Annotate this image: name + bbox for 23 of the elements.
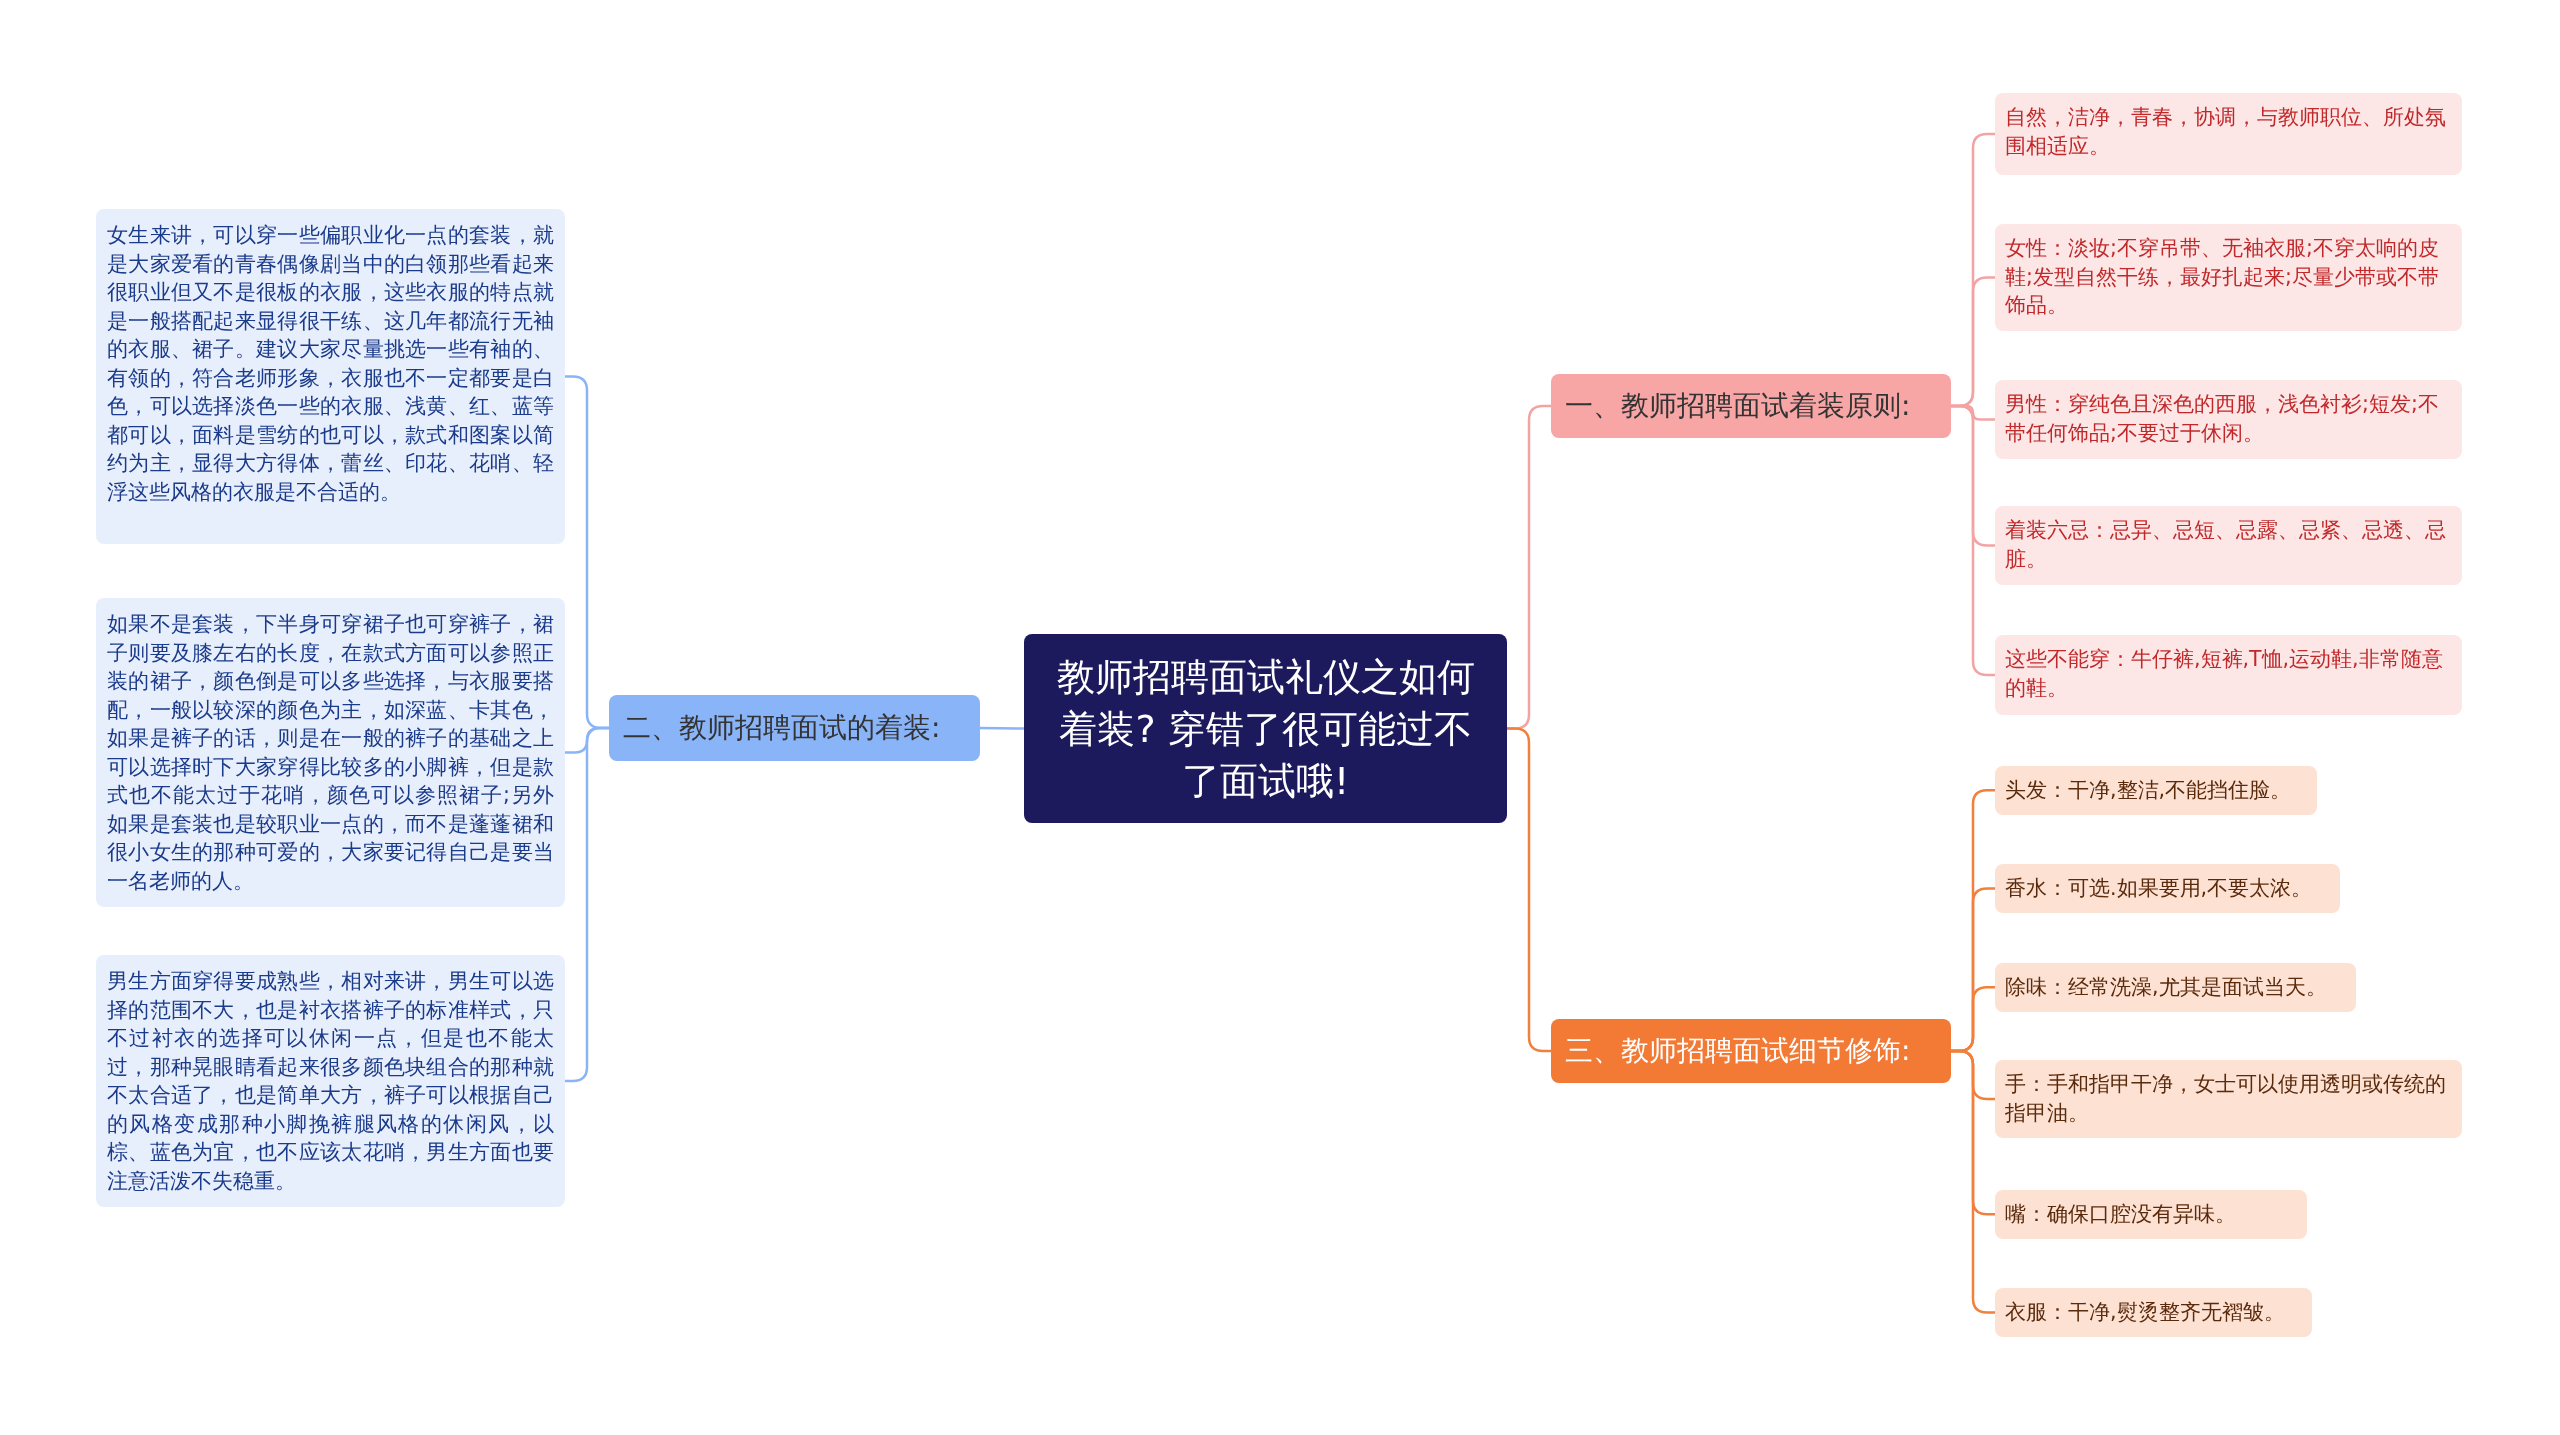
branch-box: 一、教师招聘面试着装原则: bbox=[1551, 374, 1951, 438]
topic-box: 头发：干净,整洁,不能挡住脸。 bbox=[1995, 766, 2317, 815]
connector-line bbox=[1507, 727, 1551, 1053]
topic-box: 着装六忌：忌异、忌短、忌露、忌紧、忌透、忌脏。 bbox=[1995, 506, 2462, 585]
topic-box: 男性：穿纯色且深色的西服，浅色衬衫;短发;不带任何饰品;不要过于休闲。 bbox=[1995, 380, 2462, 459]
topic-box: 香水：可选.如果要用,不要太浓。 bbox=[1995, 864, 2340, 913]
text-card: 如果不是套装，下半身可穿裙子也可穿裤子，裙子则要及膝左右的长度，在款式方面可以参照正装的裙子，颜色倒是可以多些选择，与衣服要搭配，一般以较深的颜色为主，如深蓝、卡其色，如果是裤子的话，则是在一般的裤子的基础之上可以选择时下大家穿得比较多的小脚裤，但是款式也不能太过于花哨，颜色可以参照裙子;另外如果是套装也是较职业一点的，而不是蓬蓬裙和很小女生的那种可爱的，大家要记得自己是要当一名老师的人。 bbox=[96, 598, 565, 907]
connector-line bbox=[1951, 1049, 1995, 1314]
topic-box: 手：手和指甲干净，女士可以使用透明或传统的指甲油。 bbox=[1995, 1060, 2462, 1138]
connector-line bbox=[980, 726, 1024, 730]
topic-box: 女性：淡妆;不穿吊带、无袖衣服;不穿太响的皮鞋;发型自然干练，最好扎起来;尽量少带或不带饰品。 bbox=[1995, 224, 2462, 331]
text-card: 男生方面穿得要成熟些，相对来讲，男生可以选择的范围不大，也是衬衣搭裤子的标准样式，只不过衬衣的选择可以休闲一点，但是也不能太过，那种晃眼睛看起来很多颜色块组合的那种就不太合适了，也是简单大方，裤子可以根据自己的风格变成那种小脚挽裤腿风格的休闲风，以棕、蓝色为宜，也不应该太花哨，男生方面也要注意活泼不失稳重。 bbox=[96, 955, 565, 1207]
branch-box: 二、教师招聘面试的着装: bbox=[609, 695, 980, 761]
connector-line bbox=[1951, 404, 1995, 677]
branch-box: 三、教师招聘面试细节修饰: bbox=[1551, 1019, 1951, 1083]
connector-line bbox=[565, 726, 609, 1083]
title-box: 教师招聘面试礼仪之如何着装? 穿错了很可能过不了面试哦! bbox=[1024, 634, 1507, 823]
topic-box: 除味：经常洗澡,尤其是面试当天。 bbox=[1995, 963, 2356, 1012]
topic-box: 这些不能穿：牛仔裤,短裤,T恤,运动鞋,非常随意的鞋。 bbox=[1995, 635, 2462, 715]
text-card: 女生来讲，可以穿一些偏职业化一点的套装，就是大家爱看的青春偶像剧当中的白领那些看起来很职业但又不是很板的衣服，这些衣服的特点就是一般搭配起来显得很干练、这几年都流行无袖的衣服、裙子。建议大家尽量挑选一些有袖的、有领的，符合老师形象，衣服也不一定都要是白色，可以选择淡色一些的衣服、浅黄、红、蓝等都可以，面料是雪纺的也可以，款式和图案以简约为主，显得大方得体，蕾丝、印花、花哨、轻浮这些风格的衣服是不合适的。 bbox=[96, 209, 565, 544]
topic-box: 自然，洁净，青春，协调，与教师职位、所处氛围相适应。 bbox=[1995, 93, 2462, 175]
topic-box: 衣服：干净,熨烫整齐无褶皱。 bbox=[1995, 1288, 2312, 1337]
topic-box: 嘴：确保口腔没有异味。 bbox=[1995, 1190, 2307, 1239]
